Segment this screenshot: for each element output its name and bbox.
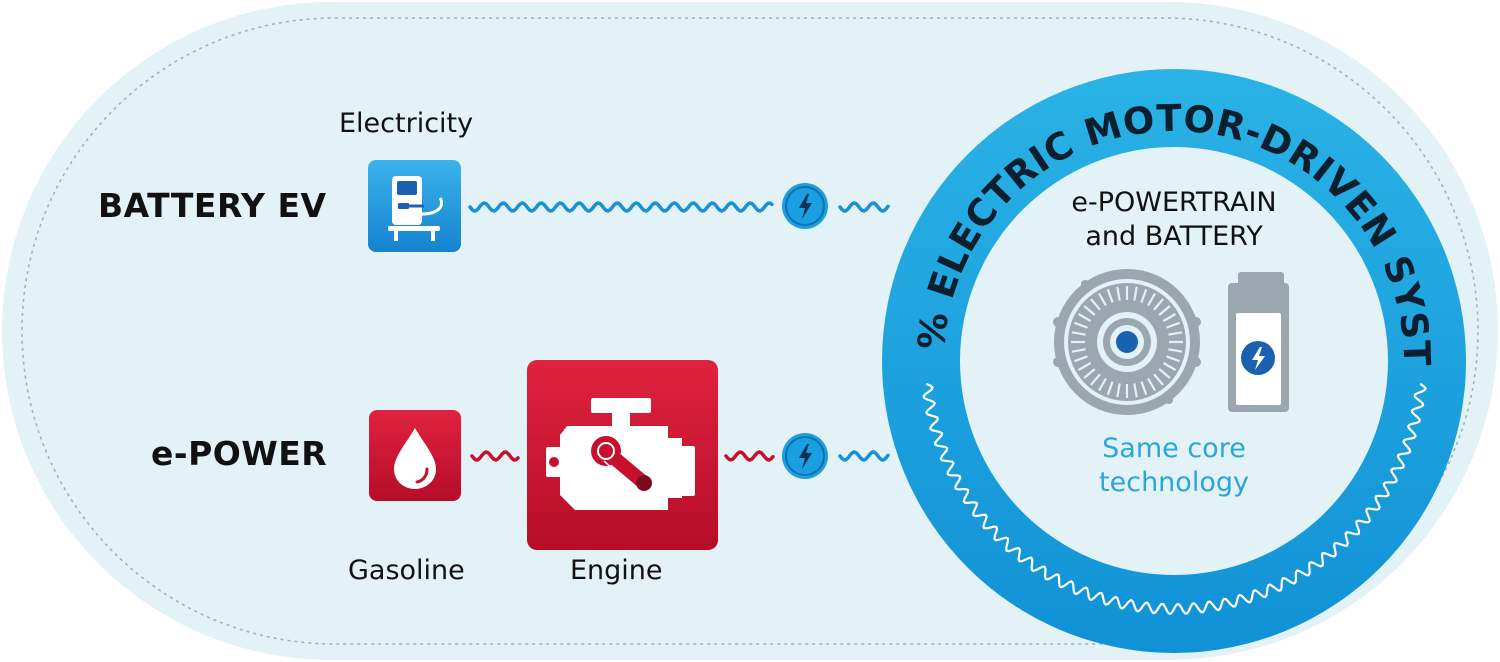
motor-spoke [1098,377,1107,392]
motor-spoke [1071,331,1086,336]
motor-spoke [1090,373,1101,386]
e-power-wave-short [838,450,890,462]
electricity-label: Electricity [339,108,474,139]
motor-spoke [1106,289,1114,303]
gasoline-label: Gasoline [348,555,465,586]
motor-spoke [1116,383,1121,398]
motor-spoke [1166,355,1180,363]
motor-spoke [1133,383,1138,398]
core-title-line-2: and BATTERY [1085,221,1263,252]
motor-spoke [1168,331,1183,336]
motor-spoke [1133,286,1138,301]
fuel-drop-icon [369,410,461,501]
battery-ev-label: BATTERY EV [98,186,327,225]
charging-station-icon [368,160,461,252]
ring-wave-accent [922,383,1427,616]
motor-spoke [1098,292,1107,307]
electric-motor-icon [1053,269,1201,415]
engine-icon [527,360,718,550]
motor-spoke [1083,305,1096,316]
engine-to-generator-wave [724,450,775,462]
core-title-line-1: e-POWERTRAIN [1071,187,1277,218]
tagline-line-1: Same core [1102,433,1246,464]
motor-spoke [1074,355,1088,363]
motor-spoke [1162,362,1177,371]
tagline: Same core technology [1034,432,1314,500]
lightning-bolt-icon [782,433,828,479]
core-title: e-POWERTRAIN and BATTERY [1034,186,1314,254]
motor-spoke [1140,381,1148,395]
e-power-label: e-POWER [151,434,328,473]
motor-spoke [1168,348,1183,353]
motor-spoke [1162,313,1177,322]
motor-spoke [1166,321,1180,329]
motor-spoke [1074,321,1088,329]
tagline-line-2: technology [1099,467,1249,498]
battery-icon [1228,272,1289,412]
engine-label: Engine [570,555,663,586]
motor-spoke [1077,362,1092,371]
motor-spoke [1077,313,1092,322]
motor-spoke [1083,368,1096,379]
battery-ev-wave-line [468,201,774,213]
motor-spoke [1153,298,1164,311]
motor-spoke [1153,373,1164,386]
battery-ev-wave-short [838,201,890,213]
motor-spoke [1147,377,1156,392]
motor-spoke [1090,298,1101,311]
motor-spoke [1071,348,1086,353]
motor-spoke [1158,368,1171,379]
capsule-dotted-border [21,17,1479,645]
gasoline-to-engine-wave [470,450,520,462]
motor-spoke [1106,381,1114,395]
motor-spoke [1116,286,1121,301]
motor-spoke [1158,305,1171,316]
motor-spoke [1147,292,1156,307]
lightning-bolt-icon [782,183,828,229]
motor-spoke [1140,289,1148,303]
